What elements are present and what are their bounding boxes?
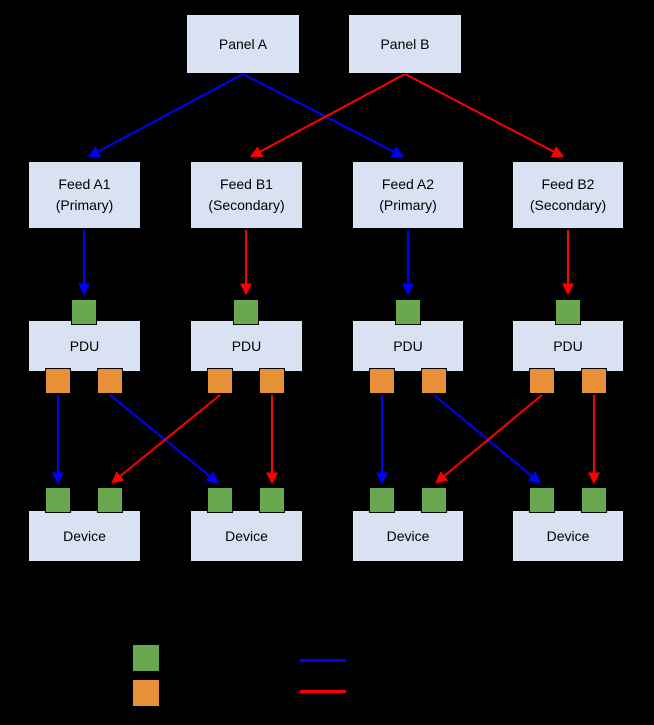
- pdu1-output-port-left: [45, 368, 71, 394]
- feed-b2-box: Feed B2 (Secondary): [512, 161, 624, 229]
- device1-input-port-right: [97, 487, 123, 513]
- arrow-pdu2-to-device1: [111, 394, 221, 484]
- legend-green-port-swatch: [132, 644, 160, 672]
- device4-input-port-right: [581, 487, 607, 513]
- pdu2-output-port-right: [259, 368, 285, 394]
- feed-a1-box: Feed A1 (Primary): [28, 161, 141, 229]
- arrow-pdu4-to-device3: [435, 394, 543, 484]
- pdu2-box: PDU: [190, 320, 303, 372]
- pdu4-label: PDU: [553, 337, 583, 354]
- pdu3-box: PDU: [352, 320, 464, 372]
- device3-box: Device: [352, 510, 464, 562]
- arrow-panel-a-to-feed-a2: [242, 73, 405, 158]
- device2-box: Device: [190, 510, 303, 562]
- pdu1-output-port-right: [97, 368, 123, 394]
- pdu3-input-port: [395, 299, 421, 325]
- pdu3-output-port-right: [421, 368, 447, 394]
- arrow-panel-b-to-feed-b2: [404, 73, 565, 158]
- device2-input-port-left: [207, 487, 233, 513]
- pdu1-box: PDU: [28, 320, 141, 372]
- device1-box: Device: [28, 510, 141, 562]
- pdu4-output-port-left: [529, 368, 555, 394]
- panel-b-box: Panel B: [348, 14, 462, 74]
- legend-red-secondary-path-line: [300, 690, 346, 693]
- pdu2-label: PDU: [231, 337, 262, 354]
- device4-box: Device: [512, 510, 624, 562]
- device4-label: Device: [546, 527, 590, 544]
- legend-blue-primary-path-line: [300, 659, 346, 662]
- feed-a2-label: Feed A2 (Primary): [379, 176, 437, 213]
- pdu4-input-port: [555, 299, 581, 325]
- panel-b-label: Panel B: [380, 35, 430, 52]
- feed-b1-label: Feed B1 (Secondary): [208, 176, 285, 213]
- device1-label: Device: [63, 527, 106, 544]
- pdu3-output-port-left: [369, 368, 395, 394]
- pdu1-label: PDU: [69, 337, 100, 354]
- pdu2-output-port-left: [207, 368, 233, 394]
- device3-label: Device: [386, 527, 430, 544]
- feed-b2-label: Feed B2 (Secondary): [529, 176, 607, 213]
- arrow-pdu3-to-device4: [433, 394, 541, 484]
- arrow-pdu1-to-device2: [109, 394, 219, 484]
- pdu4-box: PDU: [512, 320, 624, 372]
- pdu4-output-port-right: [581, 368, 607, 394]
- feed-a2-box: Feed A2 (Primary): [352, 161, 464, 229]
- device3-input-port-right: [421, 487, 447, 513]
- device1-input-port-left: [45, 487, 71, 513]
- device4-input-port-left: [529, 487, 555, 513]
- arrow-panel-a-to-feed-a1: [87, 73, 244, 158]
- device3-input-port-left: [369, 487, 395, 513]
- feed-b1-box: Feed B1 (Secondary): [190, 161, 303, 229]
- pdu2-input-port: [233, 299, 259, 325]
- device2-label: Device: [225, 527, 268, 544]
- panel-a-label: Panel A: [218, 35, 268, 52]
- pdu1-input-port: [71, 299, 97, 325]
- arrow-panel-b-to-feed-b1: [249, 73, 406, 158]
- pdu3-label: PDU: [393, 337, 423, 354]
- legend-orange-port-swatch: [132, 679, 160, 707]
- feed-a1-label: Feed A1 (Primary): [55, 176, 114, 213]
- panel-a-box: Panel A: [186, 14, 300, 74]
- device2-input-port-right: [259, 487, 285, 513]
